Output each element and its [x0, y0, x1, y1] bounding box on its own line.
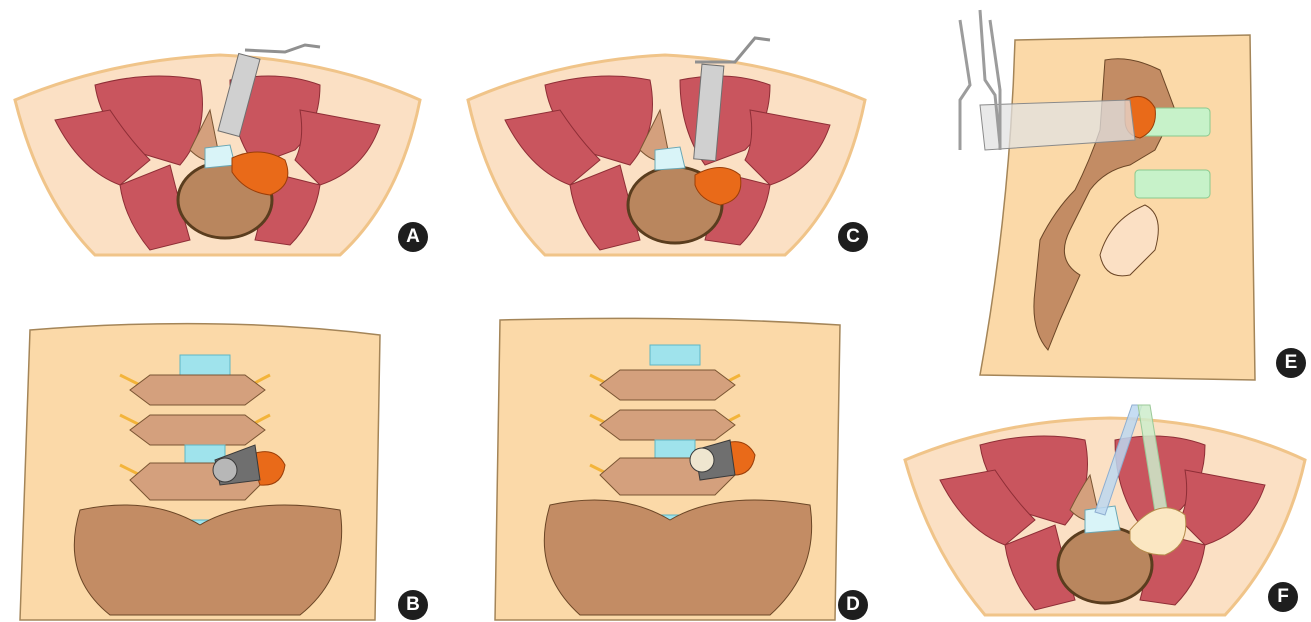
lumbar-vertebra-1	[130, 375, 265, 405]
panel-a-illustration	[0, 0, 440, 265]
panel-e-illustration	[930, 0, 1311, 385]
scope-lens	[690, 448, 714, 472]
panel-b-illustration	[0, 315, 440, 622]
panel-d-illustration	[480, 315, 880, 622]
spinal-canal	[655, 147, 685, 170]
disc-lower	[1135, 170, 1210, 198]
disc-upper	[180, 355, 230, 375]
panel-e: E	[930, 0, 1311, 385]
sacrum	[74, 505, 341, 615]
panel-c: C	[460, 0, 880, 265]
disc-upper	[650, 345, 700, 365]
panel-b-label: B	[398, 590, 428, 620]
panel-a-label: A	[398, 222, 428, 252]
panel-b: B	[0, 315, 440, 622]
lumbar-vertebra-1	[600, 370, 735, 400]
scope-handle	[245, 45, 320, 52]
panel-c-illustration	[460, 0, 880, 265]
scope-lens	[213, 458, 237, 482]
panel-d: D	[480, 315, 880, 622]
panel-f-illustration	[900, 400, 1311, 622]
panel-f: F	[900, 400, 1311, 622]
lumbar-vertebra-2	[130, 415, 265, 445]
panel-f-label: F	[1268, 582, 1298, 612]
sacrum	[544, 500, 811, 615]
panel-e-label: E	[1276, 348, 1306, 378]
spinal-canal	[205, 145, 235, 168]
disc-middle	[655, 440, 695, 458]
panel-d-label: D	[838, 590, 868, 620]
panel-c-label: C	[838, 222, 868, 252]
panel-a: A	[0, 0, 440, 265]
lumbar-vertebra-2	[600, 410, 735, 440]
